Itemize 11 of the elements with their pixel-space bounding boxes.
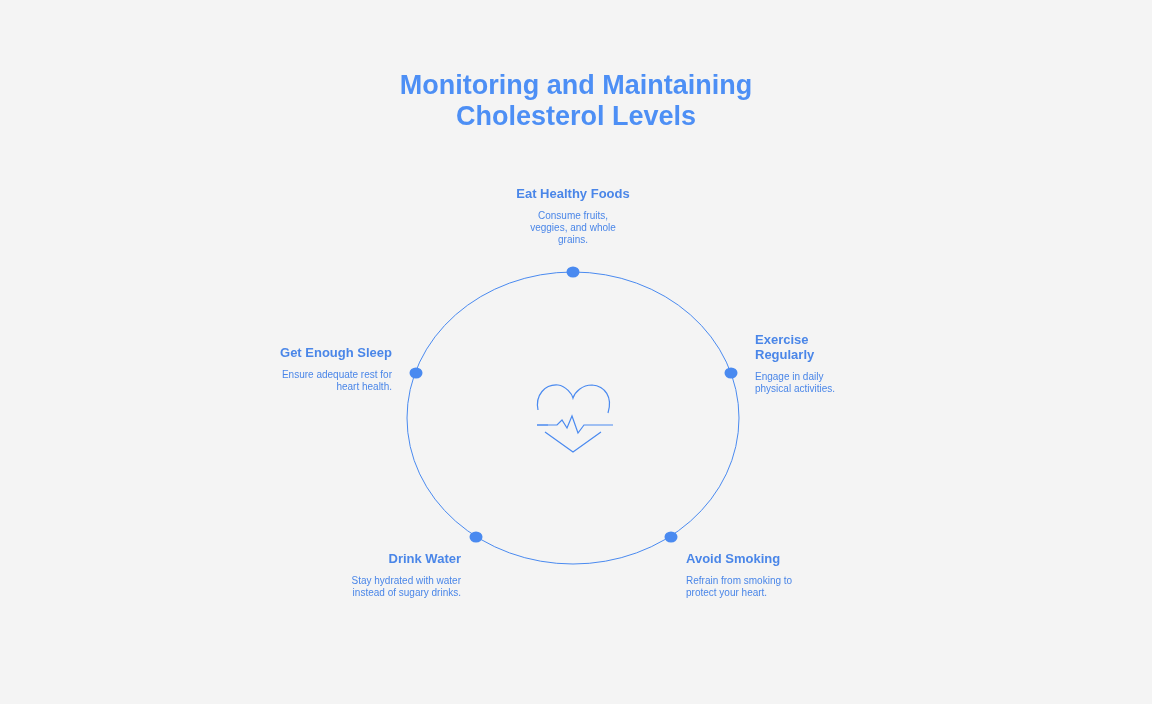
step-heading: Get Enough Sleep [279,345,392,360]
step-heading: Eat Healthy Foods [515,186,631,201]
step-heading: Avoid Smoking [686,551,782,566]
diagram-title: Monitoring and Maintaining Cholesterol Levels [398,70,754,132]
step-description: Stay hydrated with water instead of sugary drinks. [350,575,461,599]
step-description: Ensure adequate rest for heart health. [280,369,392,393]
step-description: Refrain from smoking to protect your heart. [686,575,794,599]
step-description: Consume fruits, veggies, and whole grains. [529,210,617,246]
step-heading: Drink Water [387,551,461,566]
step-description: Engage in daily physical activities. [755,371,837,395]
step-heading: Exercise Regularly [755,332,816,362]
